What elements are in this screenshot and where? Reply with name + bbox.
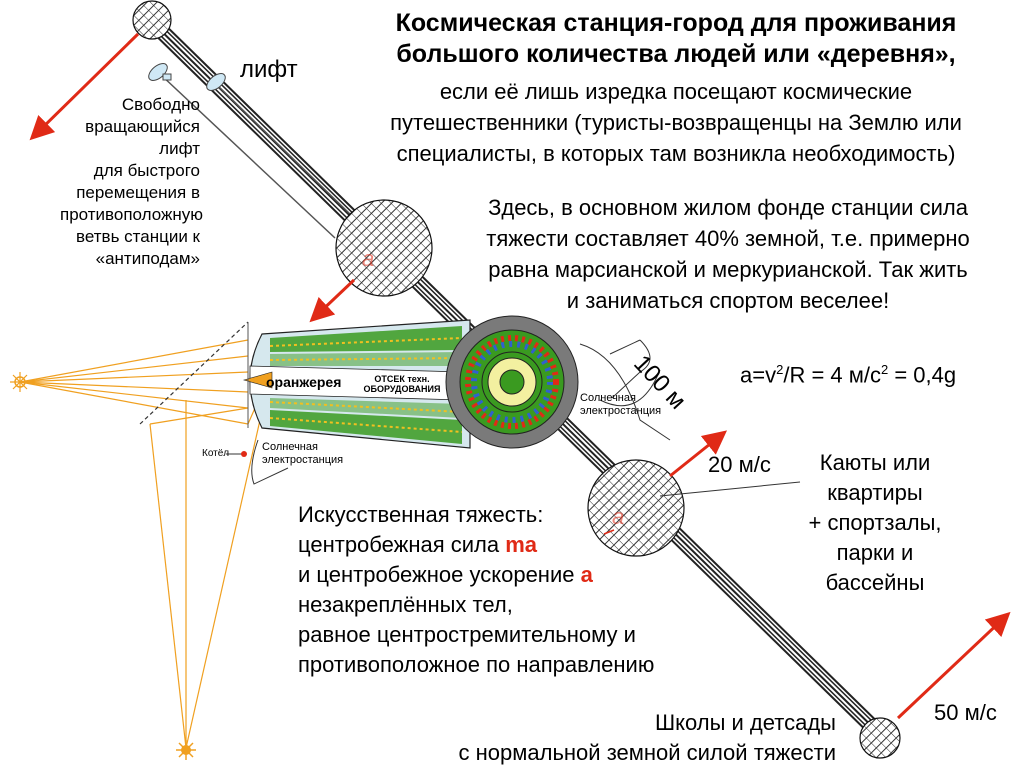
subtitle: если её лишь изредка посещают космически… xyxy=(332,76,1020,169)
lift-label: лифт xyxy=(240,56,298,83)
accel-label-upper: a xyxy=(362,246,375,271)
lift-description: Свободно вращающийся лифт для быстрого п… xyxy=(60,94,203,270)
arrow-bottom-velocity xyxy=(896,611,1011,720)
speed-outer-label: 50 м/с xyxy=(934,700,997,725)
art-grav-line-1: Искусственная тяжесть: xyxy=(298,502,544,527)
speed-inner-label: 20 м/с xyxy=(708,452,771,477)
art-grav-line-6: противоположное по направлению xyxy=(298,652,655,677)
solar-station-left-label: Солнечная электростанция xyxy=(262,441,344,466)
gravity-note-line-2: тяжести составляет 40% земной, т.е. прим… xyxy=(486,226,970,251)
sun-bottom-icon xyxy=(176,740,196,760)
lift-cabin-2-icon xyxy=(206,73,226,91)
arrow-top-velocity xyxy=(29,32,140,141)
cabins-line: парки и xyxy=(836,540,914,565)
arrow-upper-velocity xyxy=(309,278,356,323)
hub-cylinder xyxy=(242,319,471,449)
art-grav-line-4: незакреплённых тел, xyxy=(298,592,513,617)
art-grav-line-5: равное центростремительному и xyxy=(298,622,636,647)
gravity-note-line-4: и заниматься спортом веселее! xyxy=(566,288,890,313)
art-grav-line-2: центробежная сила ma xyxy=(298,532,538,557)
lift-desc-line: вращающийся xyxy=(85,117,200,136)
subtitle-line-2: путешественники (туристы-возвращенцы на … xyxy=(390,110,962,135)
hub-wheel xyxy=(445,315,579,449)
arrow-accel xyxy=(603,529,615,535)
pod-bottom xyxy=(859,717,901,759)
lift-cabin-icon xyxy=(148,63,172,81)
pod-top xyxy=(132,0,172,40)
lift-desc-line: лифт xyxy=(159,139,200,158)
cabins-line: квартиры xyxy=(827,480,923,505)
light-rays xyxy=(19,339,263,749)
lift-cable-2 xyxy=(215,83,351,215)
cabins-line: + спортзалы, xyxy=(808,510,942,535)
cabins-label: Каюты или квартиры + спортзалы, парки и … xyxy=(790,448,960,598)
title-line-1: Космическая станция-город для проживания xyxy=(395,9,957,37)
acceleration-formula: a=v2/R = 4 м/с2 = 0,4g xyxy=(740,362,957,388)
lift-desc-line: для быстрого xyxy=(93,161,200,180)
lift-desc-line: ветвь станции к xyxy=(76,227,200,246)
sun-left-icon xyxy=(10,372,30,392)
cabins-line: бассейны xyxy=(825,570,925,595)
gravity-note-line-1: Здесь, в основном жилом фонде станции си… xyxy=(488,195,968,220)
schools-note: Школы и детсады с нормальной земной сило… xyxy=(386,708,836,768)
accel-label-lower: a xyxy=(612,504,625,529)
pod-lower xyxy=(587,459,685,557)
solar-station-right-label: Солнечная электростанция xyxy=(580,392,662,417)
page-title: Космическая станция-город для проживания… xyxy=(332,8,1020,70)
lift-desc-line: «антиподам» xyxy=(95,249,200,268)
schools-line-2: с нормальной земной силой тяжести xyxy=(458,740,836,765)
lift-desc-line: Свободно xyxy=(121,95,200,114)
gravity-note-line-3: равна марсианской и меркурианской. Так ж… xyxy=(488,257,968,282)
title-line-2: большого количества людей или «деревня», xyxy=(396,40,956,68)
subtitle-line-3: специалисты, в которых там возникла необ… xyxy=(396,141,956,166)
greenhouse-label: оранжерея xyxy=(266,374,342,390)
lift-desc-line: перемещения в xyxy=(76,183,200,202)
boiler-dot xyxy=(241,451,247,457)
subtitle-line-1: если её лишь изредка посещают космически… xyxy=(439,79,913,104)
callouts xyxy=(226,339,801,497)
cabins-line: Каюты или xyxy=(819,450,931,475)
arrow-lower-velocity xyxy=(669,430,728,478)
gravity-note: Здесь, в основном жилом фонде станции си… xyxy=(436,192,1020,316)
lift-desc-line: противоположную xyxy=(60,205,203,224)
lift-cable xyxy=(159,73,336,239)
boiler-label: Котёл xyxy=(202,448,230,459)
schools-line-1: Школы и детсады xyxy=(654,710,836,735)
mirror-line xyxy=(139,321,249,425)
artificial-gravity-note: Искусственная тяжесть: центробежная сила… xyxy=(298,500,654,680)
art-grav-line-3: и центробежное ускорение a xyxy=(298,562,593,587)
tech-bay-label: ОТСЕК техн. ОБОРУДОВАНИЯ xyxy=(363,374,441,394)
pod-upper xyxy=(335,199,433,297)
